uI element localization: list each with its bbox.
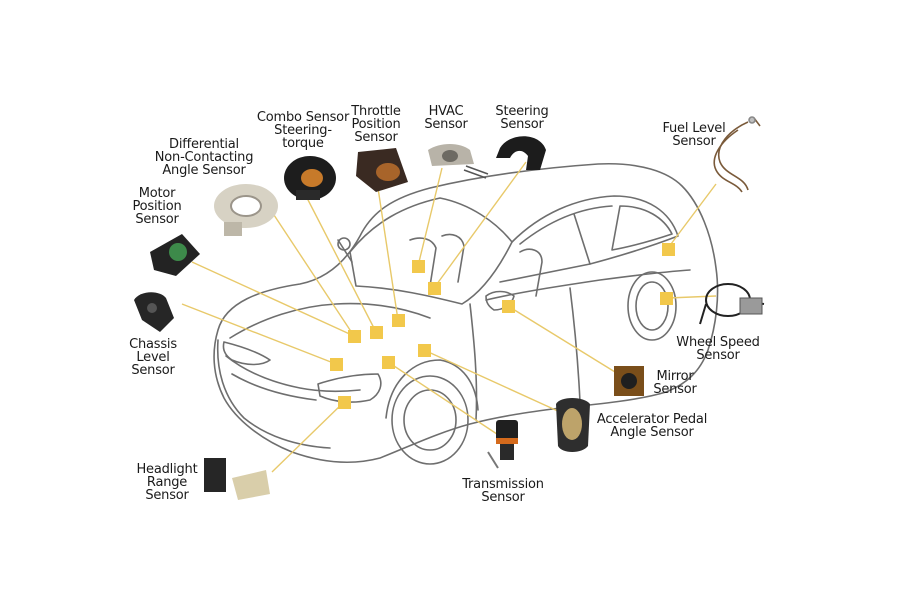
marker-differential — [348, 330, 361, 343]
transmission-sensor-picture — [487, 420, 518, 469]
headlight-sensor-picture — [204, 458, 270, 500]
label-combo-sensor: Combo Sensor Steering- torque — [256, 110, 350, 151]
label-steering-sensor: Steering Sensor — [495, 104, 549, 132]
marker-steering — [428, 282, 441, 295]
label-throttle-position-sensor: Throttle Position Sensor — [351, 104, 401, 145]
label-accelerator-pedal-sensor: Accelerator Pedal Angle Sensor — [596, 412, 708, 440]
marker-accelerator — [418, 344, 431, 357]
car-outline — [213, 162, 719, 465]
marker-combo — [370, 326, 383, 339]
leader-lines — [181, 161, 717, 473]
hvac-sensor-picture — [428, 144, 489, 179]
label-transmission-sensor: Transmission Sensor — [462, 477, 544, 505]
chassis-level-sensor-picture — [134, 292, 174, 332]
motor-position-sensor-picture — [150, 234, 200, 276]
label-fuel-level-sensor: Fuel Level Sensor — [662, 121, 726, 149]
sensor-markers — [330, 243, 675, 409]
marker-hvac — [412, 260, 425, 273]
accelerator-sensor-picture — [556, 398, 590, 452]
label-motor-position-sensor: Motor Position Sensor — [132, 186, 182, 227]
label-headlight-range-sensor: Headlight Range Sensor — [136, 462, 198, 503]
differential-sensor-picture — [214, 184, 278, 236]
marker-fuel — [662, 243, 675, 256]
label-mirror-sensor: Mirror Sensor — [653, 369, 697, 397]
mirror-sensor-picture — [614, 366, 644, 396]
wheel-speed-sensor-picture — [699, 283, 765, 325]
steering-sensor-picture — [496, 136, 546, 170]
marker-wheel-speed — [660, 292, 673, 305]
label-hvac-sensor: HVAC Sensor — [424, 104, 468, 132]
throttle-sensor-picture — [356, 148, 408, 192]
label-differential-angle-sensor: Differential Non-Contacting Angle Sensor — [154, 137, 254, 178]
marker-chassis — [330, 358, 343, 371]
combo-sensor-picture — [284, 156, 336, 200]
marker-throttle — [392, 314, 405, 327]
label-chassis-level-sensor: Chassis Level Sensor — [129, 337, 177, 378]
marker-headlight — [338, 396, 351, 409]
sensor-pictures — [134, 116, 765, 500]
label-wheel-speed-sensor: Wheel Speed Sensor — [676, 335, 760, 363]
marker-mirror — [502, 300, 515, 313]
fuel-level-sensor-picture — [713, 116, 761, 193]
marker-transmission — [382, 356, 395, 369]
